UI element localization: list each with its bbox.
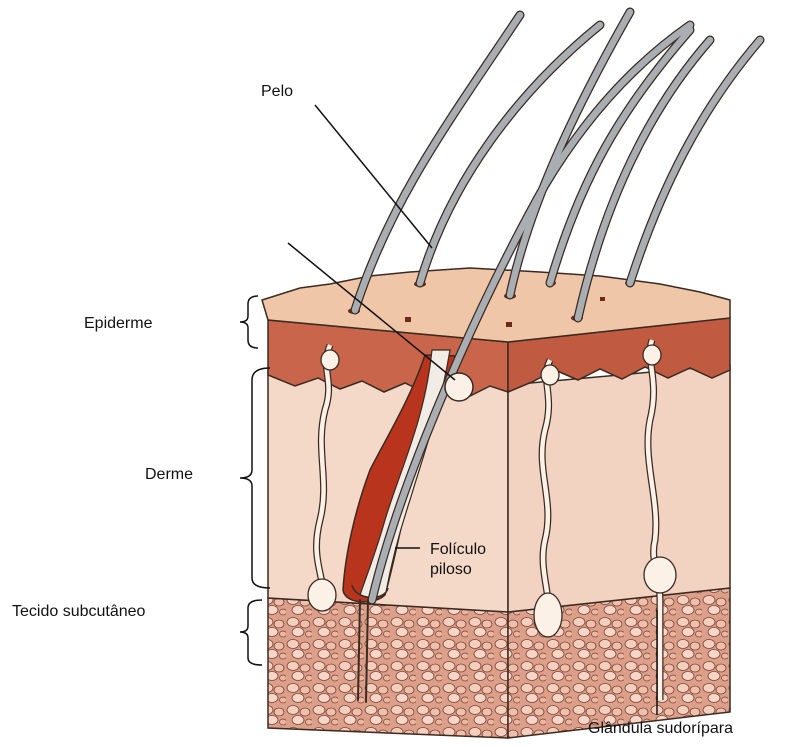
sebaceous-gland: [445, 373, 473, 401]
dermis-label: Derme: [145, 465, 193, 485]
subcutaneous-label: Tecido subcutâneo: [12, 602, 145, 622]
layer-braces: [240, 296, 270, 665]
follicle-label: Folículo piloso: [430, 540, 486, 580]
hair-label: Pelo: [261, 82, 293, 102]
epidermis-label: Epiderme: [84, 314, 152, 334]
sweat-gland-label: Glândula sudorípara: [588, 719, 733, 739]
